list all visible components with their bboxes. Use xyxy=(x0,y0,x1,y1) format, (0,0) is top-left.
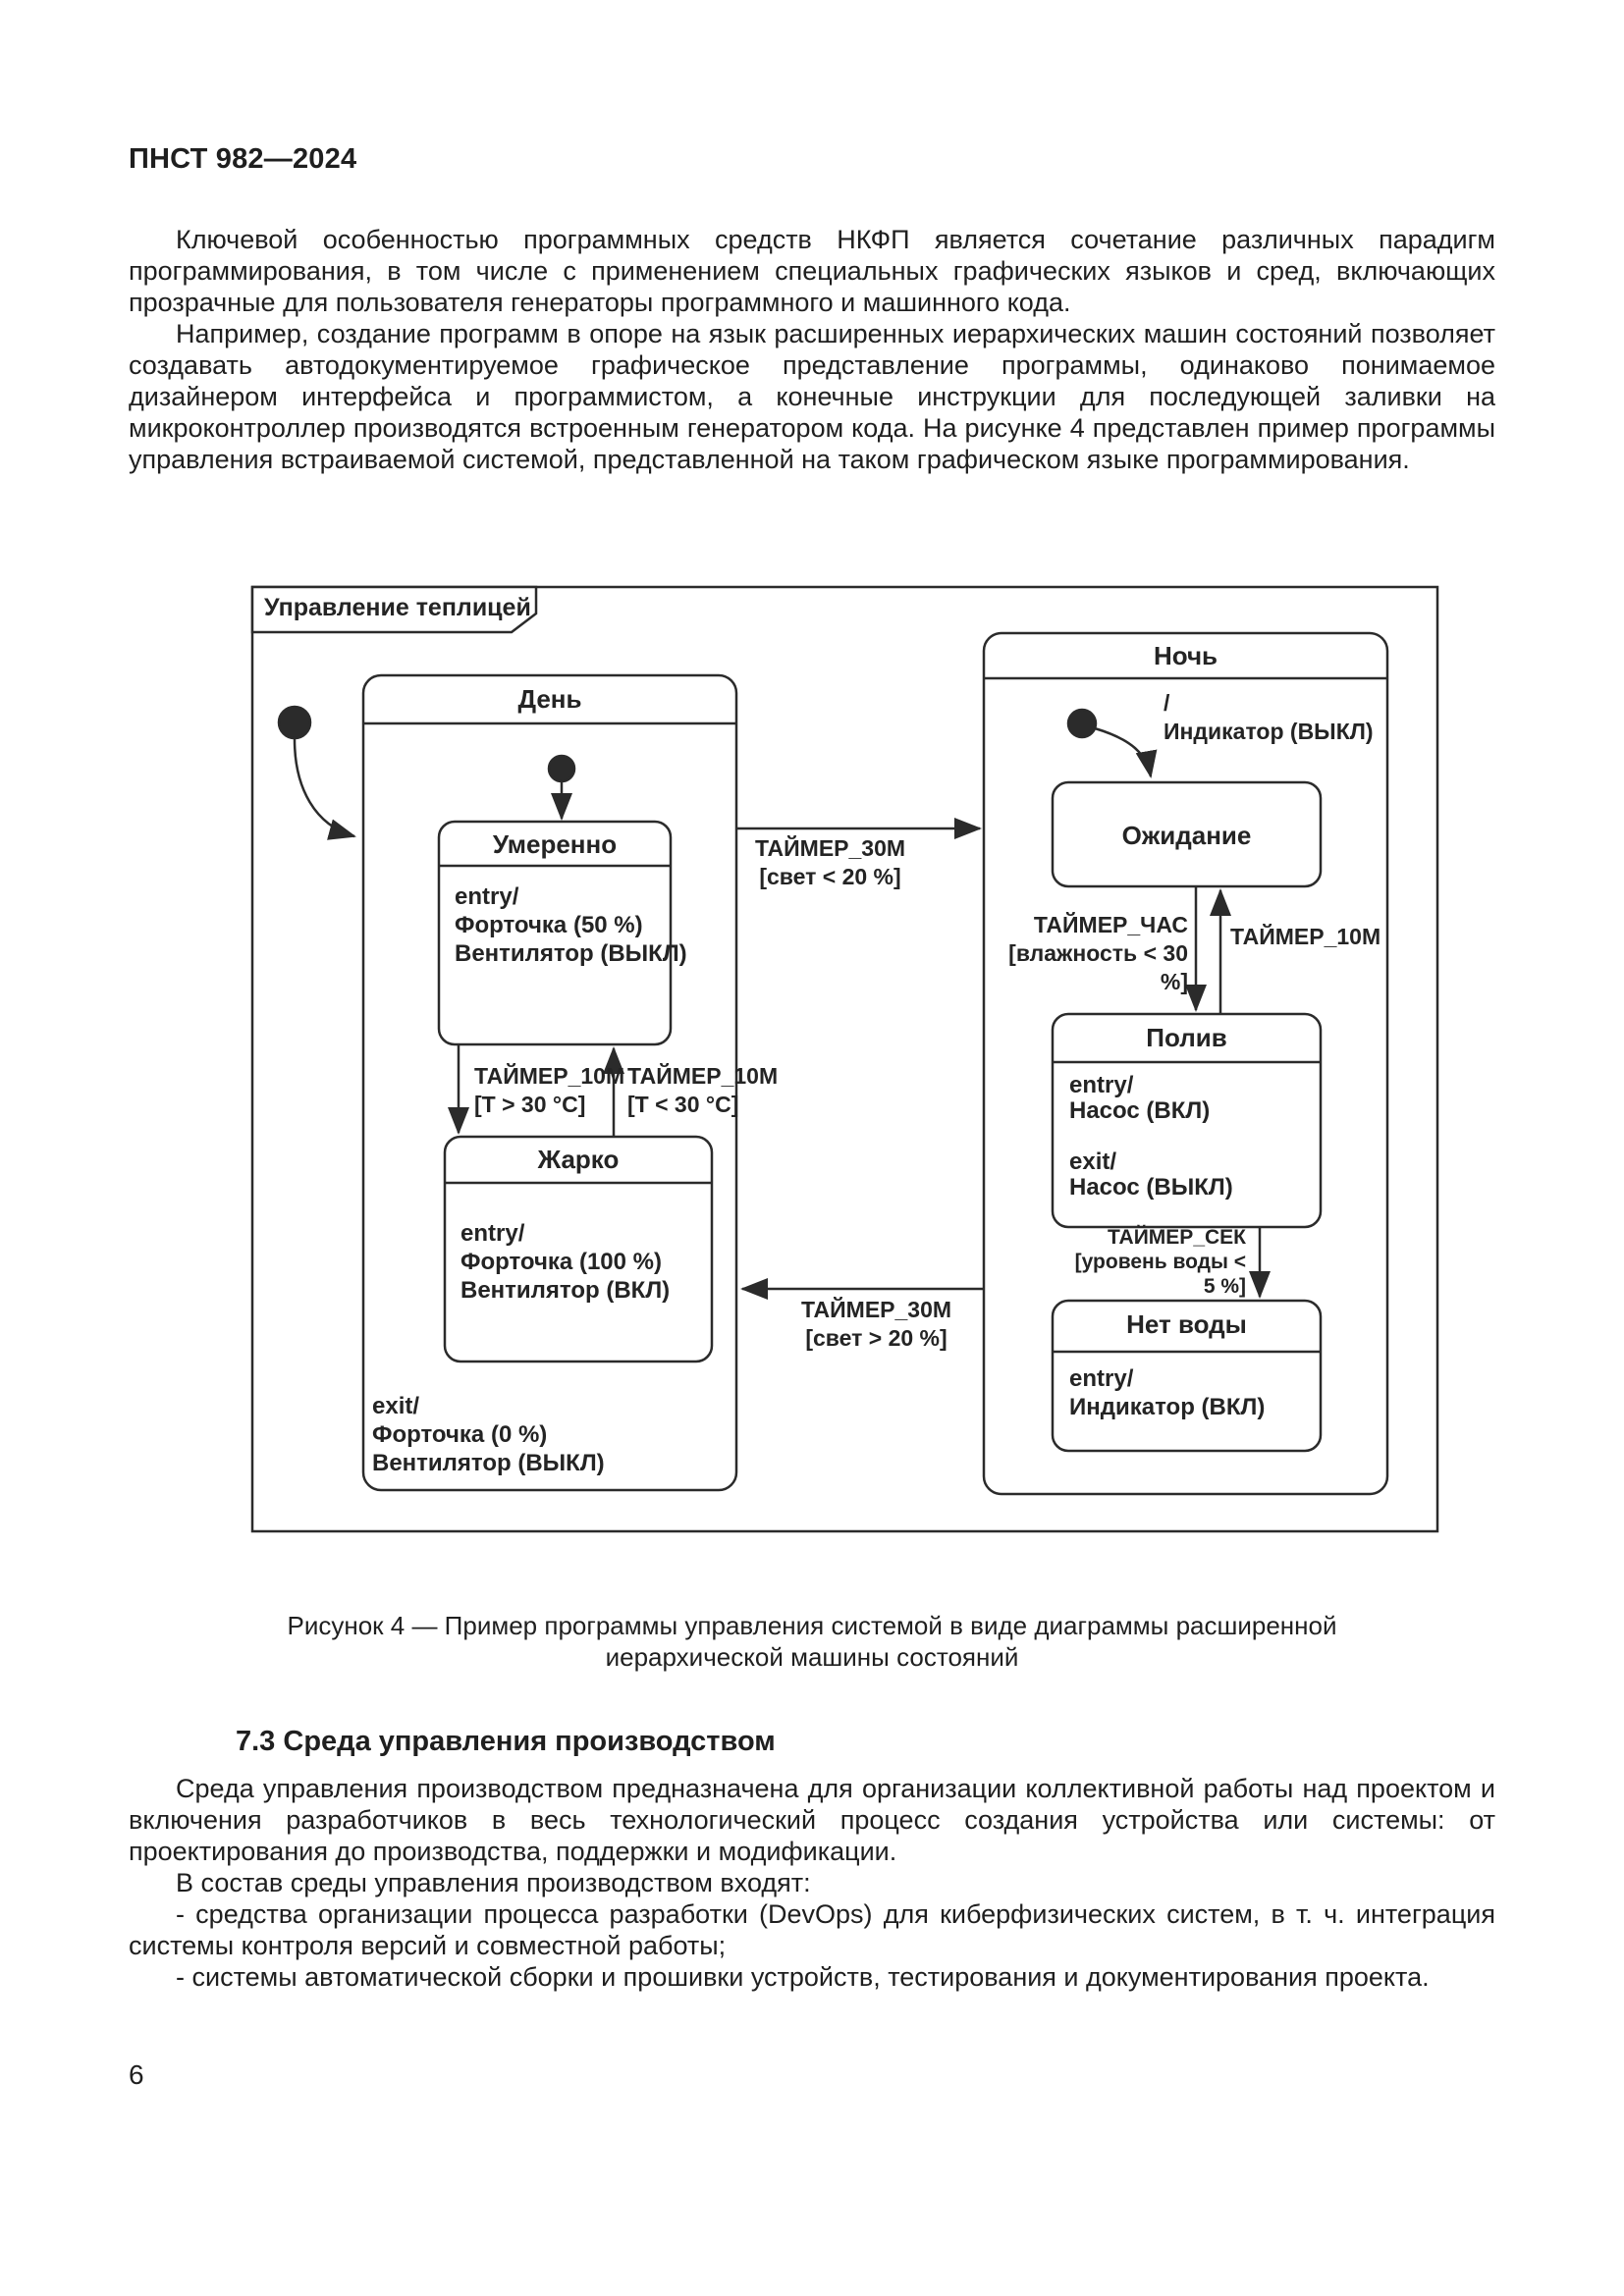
paragraph: В состав среды управления производством … xyxy=(176,1868,811,1897)
paragraph: Среда управления производством предназна… xyxy=(129,1774,1495,1866)
state-night-title: Ночь xyxy=(1153,641,1218,670)
initial-state-icon xyxy=(1066,708,1098,739)
initial-state-icon xyxy=(277,705,312,740)
section-text: Среда управления производством предназна… xyxy=(129,1773,1495,1993)
document-code: ПНСТ 982—2024 xyxy=(129,143,357,175)
transition-label-night-init: / Индикатор (ВЫКЛ) xyxy=(1164,690,1374,744)
paragraph: Например, создание программ в опоре на я… xyxy=(129,319,1495,474)
state-night-box xyxy=(982,631,1389,1496)
list-item: - системы автоматической сборки и прошив… xyxy=(176,1962,1430,1992)
state-watering-title: Полив xyxy=(1146,1023,1227,1052)
state-no-water-actions: entry/ Индикатор (ВКЛ) xyxy=(1069,1365,1266,1420)
frame-name-tab xyxy=(250,585,538,634)
transition-label-moderate-to-hot: ТАЙМЕР_10М [Т > 30 °С] xyxy=(474,1063,625,1117)
state-no-water-title: Нет воды xyxy=(1126,1309,1247,1339)
state-watering-actions: entry/ Насос (ВКЛ) exit/ Насос (ВЫКЛ) xyxy=(1069,1072,1233,1201)
transition-init-to-day xyxy=(293,738,356,840)
initial-state-icon xyxy=(547,754,576,783)
state-waiting-box xyxy=(1051,780,1323,888)
figure-caption-line2: иерархической машины состояний xyxy=(605,1642,1019,1672)
page-number: 6 xyxy=(129,2059,144,2090)
state-hot-actions: entry/ Форточка (100 %) Вентилятор (ВКЛ) xyxy=(460,1220,671,1304)
transition-label-day-to-night: ТАЙМЕР_30М [свет < 20 %] xyxy=(754,835,906,889)
intro-text: Ключевой особенностью программных средст… xyxy=(129,224,1495,475)
paragraph: Ключевой особенностью программных средст… xyxy=(129,225,1495,317)
state-hot-box xyxy=(443,1135,714,1363)
state-no-water-box xyxy=(1051,1299,1323,1453)
transition-label-night-to-day: ТАЙМЕР_30М [свет > 20 %] xyxy=(800,1297,952,1351)
transition-label-watering-to-no-water: ТАЙМЕР_СЕК [уровень воды < 5 %] xyxy=(1074,1226,1246,1298)
transition-label-waiting-to-watering: ТАЙМЕР_ЧАС [влажность < 30 %] xyxy=(1008,912,1188,994)
state-moderate-actions: entry/ Форточка (50 %) Вентилятор (ВЫКЛ) xyxy=(455,883,687,967)
state-day-exit-actions: exit/ Форточка (0 %) Вентилятор (ВЫКЛ) xyxy=(372,1393,605,1476)
section-heading: 7.3 Среда управления производством xyxy=(236,1726,776,1757)
state-waiting-title: Ожидание xyxy=(1121,821,1252,850)
transition-label-watering-to-waiting: ТАЙМЕР_10М xyxy=(1230,924,1381,949)
state-moderate-box xyxy=(437,820,673,1046)
state-day-title: День xyxy=(517,684,582,714)
state-moderate-title: Умеренно xyxy=(492,829,618,859)
state-day-box xyxy=(361,673,738,1492)
list-item: - средства организации процесса разработ… xyxy=(129,1899,1495,1960)
state-hot-title: Жарко xyxy=(537,1145,620,1174)
state-watering-box xyxy=(1051,1012,1323,1229)
frame-border xyxy=(250,585,1439,1533)
figure-caption-line1: Рисунок 4 — Пример программы управления … xyxy=(287,1611,1337,1640)
figure-4-diagram: Управление теплицей День Ночь Умеренно e… xyxy=(250,585,1439,1533)
transition-label-hot-to-moderate: ТАЙМЕР_10М [Т < 30 °С] xyxy=(627,1063,779,1117)
diagram-title: Управление теплицей xyxy=(264,594,531,621)
transition-init-to-waiting xyxy=(1094,726,1158,778)
state-machine-drawing xyxy=(250,585,1439,1533)
